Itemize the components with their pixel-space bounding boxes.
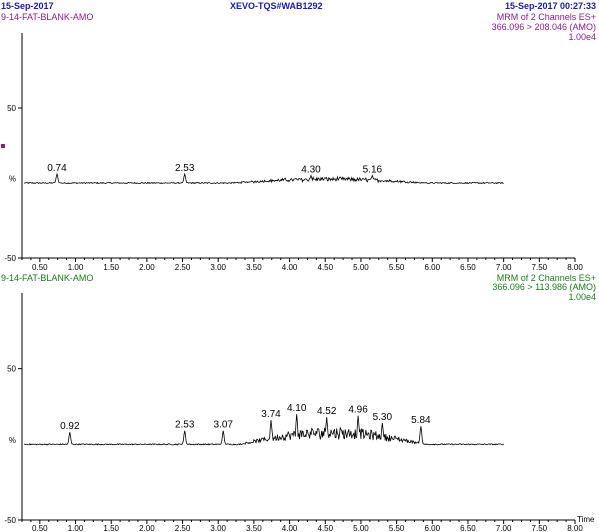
peak-label: 2.53: [175, 420, 195, 431]
chromatogram-trace: [23, 172, 504, 185]
peak-label: 4.10: [287, 403, 307, 414]
peak-label: 5.84: [411, 415, 431, 426]
x-tick-label: 1.50: [103, 263, 119, 272]
acquisition-date: 15-Sep-2017: [1, 1, 54, 11]
panel2-transition: 366.096 > 113.986 (AMO): [492, 282, 596, 292]
x-tick-label: 3.00: [210, 524, 226, 532]
x-tick-label: 3.50: [246, 524, 262, 532]
panel2-sample-name: 9-14-FAT-BLANK-AMO: [1, 273, 94, 283]
panel1-intensity: 1.00e4: [568, 32, 596, 42]
acquisition-datetime: 15-Sep-2017 00:27:33: [504, 1, 596, 11]
x-tick-label: 6.50: [460, 263, 476, 272]
peak-label: 4.30: [301, 165, 321, 176]
y-axis-label: %: [9, 175, 16, 184]
x-tick-label: 2.00: [139, 524, 155, 532]
y-tick-label: -50: [4, 516, 16, 525]
x-tick-label: 0.50: [32, 524, 48, 532]
x-tick-label: 6.00: [425, 524, 441, 532]
chromatogram-panel-2: 50 -50% 0.50 1.00 1.50 2.00 2.50 3.00 3.50 4.00 4.…: [4, 293, 595, 532]
x-tick-label: 5.00: [353, 524, 369, 532]
peak-label: 5.30: [373, 412, 393, 423]
x-tick-label: 4.00: [282, 263, 298, 272]
peak-label: 2.53: [175, 163, 195, 174]
panel1-transition: 366.096 > 208.046 (AMO): [491, 22, 596, 32]
x-tick-label: 5.50: [389, 524, 405, 532]
peak-label: 5.16: [363, 165, 383, 176]
panel1-channel: MRM of 2 Channels ES+: [496, 12, 596, 22]
x-tick-label: 7.50: [532, 263, 548, 272]
chromatogram-trace: [24, 414, 504, 446]
peak-label: 3.74: [261, 409, 281, 420]
x-tick-label: 2.50: [175, 524, 191, 532]
panel2-intensity: 1.00e4: [568, 292, 596, 302]
x-tick-label: 7.00: [496, 524, 512, 532]
x-tick-label: 4.50: [317, 263, 333, 272]
x-tick-label: 1.00: [68, 263, 84, 272]
chromatogram-panel-1: 50 -50% 0.50 1.00 1.50 2.00 2.50 3.00 3.50 4.00 4.…: [4, 33, 583, 272]
x-tick-label: 5.50: [389, 263, 405, 272]
x-tick-label: 0.50: [32, 263, 48, 272]
x-tick-label: 3.00: [210, 263, 226, 272]
x-tick-label: 7.00: [496, 263, 512, 272]
x-axis-label: Time: [577, 515, 595, 524]
x-tick-label: 2.50: [175, 263, 191, 272]
peak-label: 0.92: [60, 421, 80, 432]
x-tick-label: 8.00: [567, 263, 583, 272]
x-tick-label: 6.50: [460, 524, 476, 532]
peak-label: 4.96: [348, 405, 368, 416]
panel2-channel: MRM of 2 Channels ES+: [496, 273, 596, 283]
panel1-sample-name: 9-14-FAT-BLANK-AMO: [1, 12, 94, 22]
peak-label: 0.74: [47, 163, 67, 174]
y-tick-label: -50: [4, 254, 16, 263]
x-tick-label: 8.00: [567, 524, 583, 532]
instrument-name: XEVO-TQS#WAB1292: [230, 1, 323, 11]
y-axis-label: %: [9, 436, 16, 445]
x-tick-label: 6.00: [425, 263, 441, 272]
x-tick-label: 1.00: [68, 524, 84, 532]
x-tick-label: 5.00: [353, 263, 369, 272]
peak-label: 4.52: [317, 406, 337, 417]
x-tick-label: 3.50: [246, 263, 262, 272]
trace-color-marker: [1, 144, 5, 148]
x-tick-label: 7.50: [532, 524, 548, 532]
x-tick-label: 2.00: [139, 263, 155, 272]
x-tick-label: 1.50: [103, 524, 119, 532]
peak-label: 3.07: [213, 420, 233, 431]
y-tick-label: 50: [7, 365, 16, 374]
x-tick-label: 4.00: [282, 524, 298, 532]
x-tick-label: 4.50: [317, 524, 333, 532]
y-tick-label: 50: [7, 104, 16, 113]
